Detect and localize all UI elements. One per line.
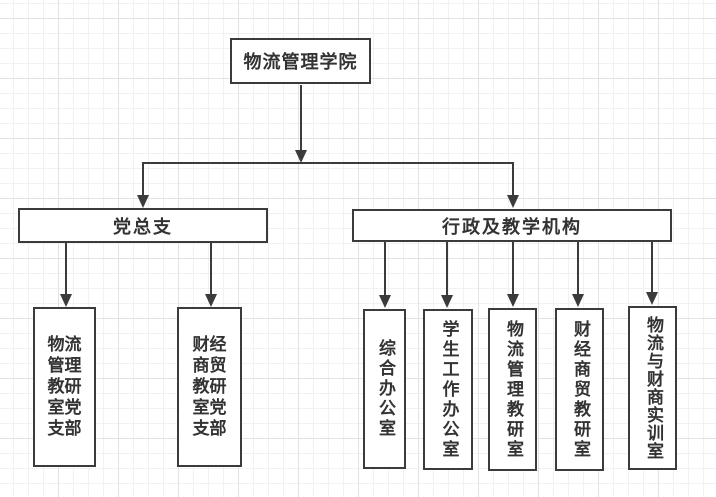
arrowhead-admin-child-2 — [441, 295, 453, 308]
node-label: 财经商贸教研室党支部 — [192, 334, 227, 439]
node-label: 综合办公室 — [375, 339, 395, 439]
node-label: 行政及教学机构 — [442, 216, 582, 238]
node-label: 学生工作办公室 — [438, 319, 459, 460]
node-logistics-mgmt-teaching-party-branch[interactable]: 物流管理教研室党支部 — [33, 307, 96, 467]
node-admin-teaching-org[interactable]: 行政及教学机构 — [352, 209, 672, 242]
node-label: 物流管理教研室党支部 — [47, 334, 82, 439]
node-logistics-college[interactable]: 物流管理学院 — [230, 38, 371, 84]
node-label: 物流管理学院 — [243, 52, 358, 73]
node-logistics-finance-training-room[interactable]: 物流与财商实训室 — [628, 306, 677, 470]
arrowhead-to-party-branch — [137, 195, 149, 208]
node-finance-trade-teaching-office[interactable]: 财经商贸教研室 — [555, 308, 604, 471]
node-label: 物流管理教研室 — [503, 319, 523, 460]
arrowhead-root-stem — [295, 150, 307, 163]
arrowhead-party-child-1 — [60, 294, 72, 307]
arrowhead-admin-child-1 — [379, 295, 391, 308]
node-label: 党总支 — [113, 216, 173, 238]
node-logistics-mgmt-teaching-office[interactable]: 物流管理教研室 — [488, 308, 537, 471]
node-general-office[interactable]: 综合办公室 — [363, 309, 406, 469]
node-student-work-office[interactable]: 学生工作办公室 — [423, 309, 473, 470]
node-party-general-branch[interactable]: 党总支 — [18, 208, 268, 243]
arrowhead-admin-child-4 — [572, 294, 584, 307]
node-label: 物流与财商实训室 — [643, 316, 663, 460]
node-finance-trade-teaching-party-branch[interactable]: 财经商贸教研室党支部 — [177, 307, 242, 467]
arrowhead-to-admin-org — [507, 195, 519, 208]
arrowhead-party-child-2 — [205, 294, 217, 307]
arrowhead-admin-child-5 — [646, 292, 658, 305]
node-label: 财经商贸教研室 — [570, 319, 590, 460]
arrowhead-admin-child-3 — [507, 294, 519, 307]
